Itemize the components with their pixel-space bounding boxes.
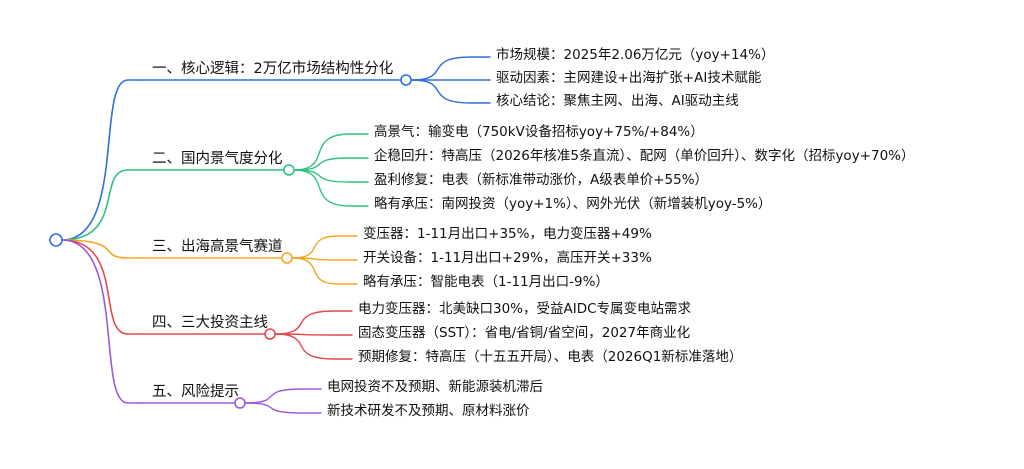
leaf-label: 固态变压器（SST）：省电/省铜/省空间，2027年商业化 (358, 325, 691, 341)
leaf-label: 核心结论：聚焦主网、出海、AI驱动主线 (496, 93, 739, 109)
leaf-label: 电力变压器：北美缺口30%，受益AIDC专属变电站需求 (358, 301, 692, 317)
link (61, 239, 143, 259)
branch-toggle[interactable] (400, 74, 412, 86)
branch-toggle[interactable] (281, 252, 293, 264)
branch-label: 一、核心逻辑：2万亿市场结构性分化 (152, 61, 394, 77)
leaf-label: 电网投资不及预期、新能源装机滞后 (327, 379, 543, 395)
branch-toggle[interactable] (283, 164, 295, 176)
leaf-label: 新技术研发不及预期、原材料涨价 (327, 403, 530, 419)
leaf-label: 盈利修复：电表（新标准带动涨价，A级表单价+55%） (374, 172, 709, 188)
leaf-label: 略有承压：智能电表（1-11月出口-9%） (363, 274, 609, 290)
link (293, 169, 369, 183)
link (293, 169, 369, 207)
link (244, 402, 322, 414)
leaf-label: 市场规模：2025年2.06万亿元（yoy+14%） (496, 47, 775, 63)
branch-label: 五、风险提示 (152, 384, 239, 400)
leaf-label: 驱动因素：主网建设+出海扩张+AI技术赋能 (496, 70, 762, 86)
branch-label: 三、出海高景气赛道 (152, 239, 283, 255)
branch-label: 二、国内景气度分化 (152, 151, 283, 167)
leaf-label: 预期修复：特高压（十五五开局）、电表（2026Q1新标准落地） (358, 349, 743, 365)
leaf-label: 变压器：1-11月出口+35%，电力变压器+49% (363, 226, 652, 242)
branch-toggle[interactable] (234, 397, 246, 409)
leaf-label: 企稳回升：特高压（2026年核准5条直流）、配网（单价回升）、数字化（招标yoy… (374, 148, 915, 164)
link (291, 235, 358, 259)
branch-label: 四、三大投资主线 (152, 315, 268, 331)
link (291, 257, 358, 285)
root-node[interactable] (49, 233, 63, 247)
link (410, 79, 491, 104)
link (291, 257, 358, 261)
branch-toggle[interactable] (264, 328, 276, 340)
leaf-label: 高景气：输变电（750kV设备招标yoy+75%/+84%） (374, 124, 704, 140)
link (293, 133, 369, 171)
leaf-label: 略有承压：南网投资（yoy+1%）、网外光伏（新增装机yoy-5%） (374, 196, 772, 212)
link (274, 333, 353, 336)
link (274, 310, 353, 335)
link (61, 169, 143, 241)
link (244, 388, 322, 404)
link (61, 79, 143, 241)
leaf-label: 开关设备：1-11月出口+29%，高压开关+33% (363, 250, 652, 266)
link (293, 157, 369, 171)
link (274, 333, 353, 360)
link (410, 56, 491, 81)
link (61, 239, 143, 404)
link (61, 239, 143, 335)
